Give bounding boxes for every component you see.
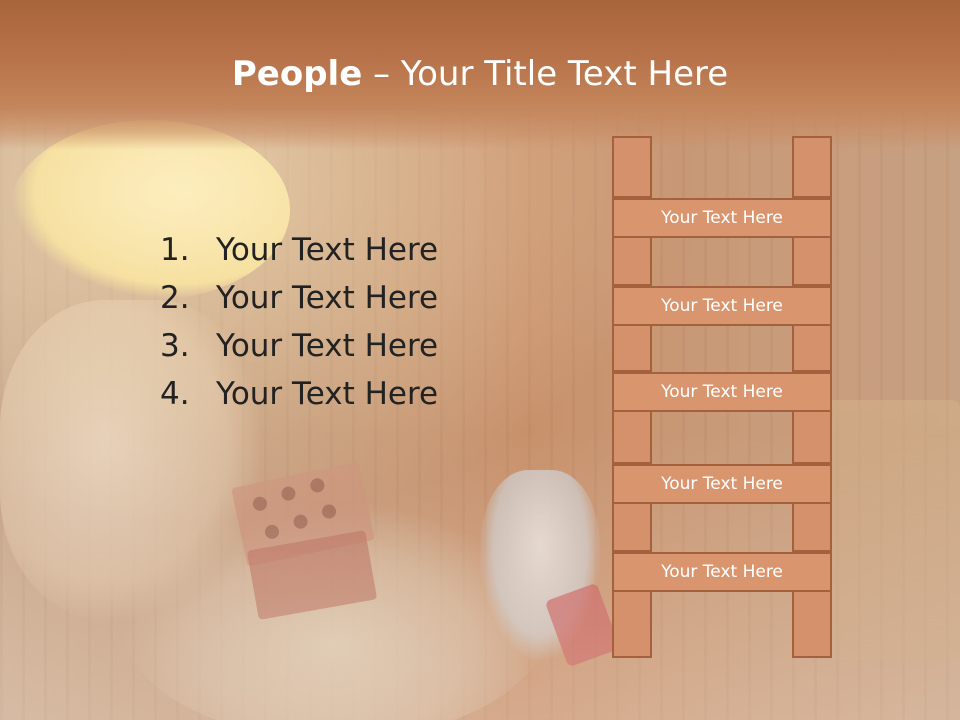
ladder-right-rail <box>792 136 832 198</box>
ladder-right-rail <box>792 590 832 658</box>
list-text: Your Text Here <box>216 232 439 268</box>
list-item: 2. Your Text Here <box>160 280 438 328</box>
ladder-left-rail <box>612 136 652 198</box>
list-text: Your Text Here <box>216 328 439 364</box>
list-item: 3. Your Text Here <box>160 328 438 376</box>
list-number: 2. <box>160 280 190 316</box>
ladder-rung-4[interactable]: Your Text Here <box>612 464 832 504</box>
list-item: 4. Your Text Here <box>160 376 438 424</box>
ladder-left-rail <box>612 410 652 464</box>
tools-image <box>820 400 960 660</box>
title-rest-part: – Your Title Text Here <box>362 54 729 94</box>
ladder-left-rail <box>612 590 652 658</box>
title-band <box>0 0 960 150</box>
list-number: 1. <box>160 232 190 268</box>
ladder-right-rail <box>792 410 832 464</box>
ladder-right-rail <box>792 324 832 372</box>
slide-title[interactable]: People – Your Title Text Here <box>0 52 960 96</box>
list-number: 4. <box>160 376 190 412</box>
numbered-list[interactable]: 1. Your Text Here 2. Your Text Here 3. Y… <box>160 232 438 424</box>
list-text: Your Text Here <box>216 376 439 412</box>
ladder-left-rail <box>612 324 652 372</box>
ladder-rung-5[interactable]: Your Text Here <box>612 552 832 592</box>
list-text: Your Text Here <box>216 280 439 316</box>
ladder-right-rail <box>792 502 832 552</box>
ladder-rung-1[interactable]: Your Text Here <box>612 198 832 238</box>
ladder-left-rail <box>612 236 652 286</box>
list-number: 3. <box>160 328 190 364</box>
ladder-rung-2[interactable]: Your Text Here <box>612 286 832 326</box>
ladder-left-rail <box>612 502 652 552</box>
ladder-rung-3[interactable]: Your Text Here <box>612 372 832 412</box>
title-bold-part: People <box>231 54 363 94</box>
ladder-right-rail <box>792 236 832 286</box>
list-item: 1. Your Text Here <box>160 232 438 280</box>
